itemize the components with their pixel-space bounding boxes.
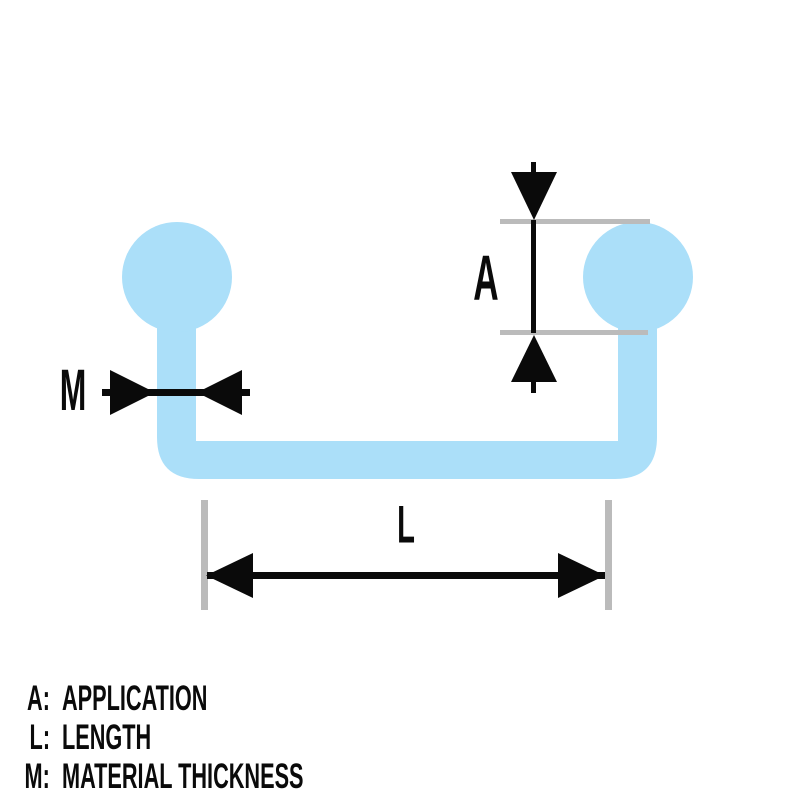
dimension-m-line bbox=[102, 389, 250, 396]
legend-label-application: APPLICATION bbox=[62, 679, 208, 718]
dimension-a-top-stem bbox=[531, 162, 536, 174]
dimension-m-left-arrowhead bbox=[110, 370, 155, 415]
legend-label-length: LENGTH bbox=[62, 718, 152, 757]
dimension-a-line bbox=[531, 220, 536, 333]
extension-line-a-bottom bbox=[500, 330, 648, 335]
extension-line-l-left bbox=[201, 500, 208, 610]
legend-row-material-thickness: M: MATERIAL THICKNESS bbox=[4, 757, 452, 796]
dimension-a-label: A bbox=[473, 242, 499, 314]
extension-line-l-right bbox=[605, 500, 612, 610]
dimension-l-right-arrowhead bbox=[558, 553, 605, 598]
dimension-l-arrow bbox=[206, 553, 605, 598]
extension-lines bbox=[201, 219, 650, 610]
barbell-u-bar bbox=[157, 300, 657, 479]
barbell-ball-right bbox=[583, 222, 693, 332]
dimension-a-bottom-stem bbox=[531, 381, 536, 393]
barbell-shape bbox=[122, 222, 693, 479]
legend-row-application: A: APPLICATION bbox=[4, 679, 452, 718]
legend-label-material-thickness: MATERIAL THICKNESS bbox=[62, 757, 304, 796]
dimension-a-arrow bbox=[511, 162, 557, 393]
dimension-l-line bbox=[207, 572, 605, 579]
legend-row-length: L: LENGTH bbox=[4, 718, 452, 757]
dimension-l-label: L bbox=[397, 495, 415, 555]
dimension-m-right-arrowhead bbox=[197, 370, 242, 415]
legend: A: APPLICATION L: LENGTH M: MATERIAL THI… bbox=[4, 679, 452, 796]
barbell-ball-left bbox=[122, 222, 232, 332]
legend-key-a: A: bbox=[27, 679, 50, 718]
dimension-m-label: M bbox=[59, 358, 87, 423]
dimension-m-arrow bbox=[102, 370, 250, 415]
extension-line-a-top bbox=[500, 219, 650, 224]
dimension-a-top-arrowhead bbox=[511, 172, 557, 220]
legend-key-l: L: bbox=[29, 718, 50, 757]
legend-key-m: M: bbox=[24, 757, 50, 796]
dimension-l-left-arrowhead bbox=[206, 553, 253, 598]
dimension-a-bottom-arrowhead bbox=[511, 335, 557, 382]
